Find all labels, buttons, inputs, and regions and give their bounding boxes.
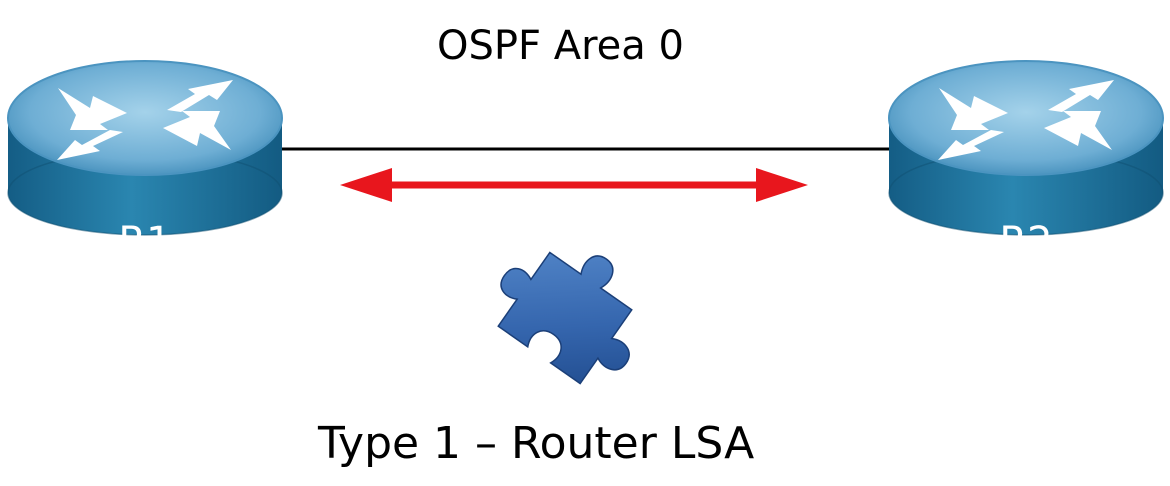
router-r2-icon: [888, 60, 1164, 236]
router-r1-label: R1: [118, 219, 171, 265]
flood-arrow: [340, 168, 808, 202]
area-title: OSPF Area 0: [437, 23, 684, 69]
router-r1-icon: [7, 60, 283, 236]
router-r2-label: R2: [999, 219, 1052, 265]
lsa-caption: Type 1 – Router LSA: [318, 418, 755, 469]
puzzle-piece-icon: [497, 251, 633, 385]
